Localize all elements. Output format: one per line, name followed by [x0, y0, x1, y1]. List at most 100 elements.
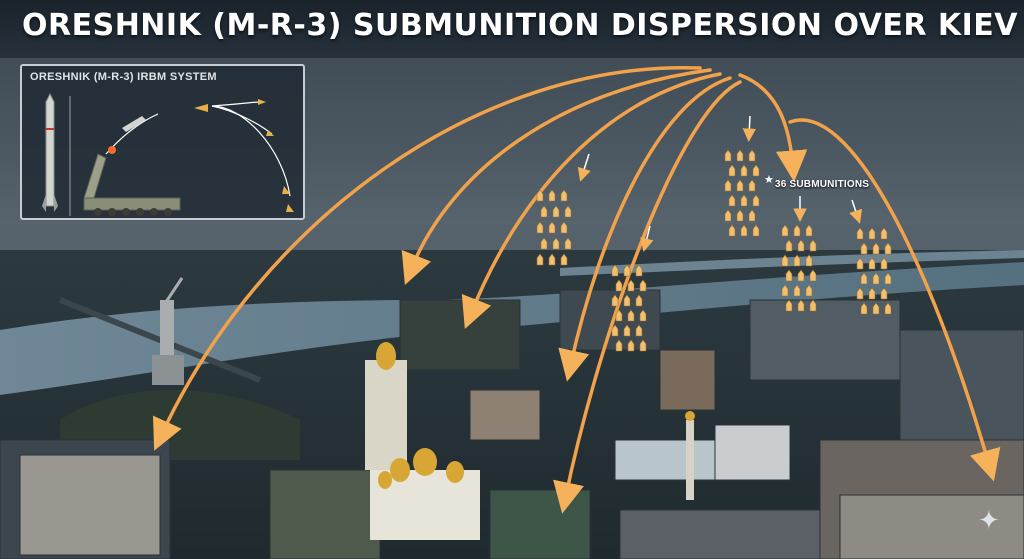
submunition-icon	[752, 194, 760, 207]
submunition-icon	[564, 237, 572, 250]
submunition-icon	[748, 179, 756, 192]
submunition-icon	[860, 272, 868, 285]
submunition-icon	[785, 299, 793, 312]
inset-title: ORESHNIK (M-R-3) IRBM SYSTEM	[30, 71, 217, 83]
submunition-icon	[752, 164, 760, 177]
submunition-icon	[793, 254, 801, 267]
submunition-icon	[868, 287, 876, 300]
submunition-icon	[536, 253, 544, 266]
submunition-icon	[805, 224, 813, 237]
missile-stage-icon	[108, 116, 146, 154]
far-river	[560, 250, 1024, 276]
submunition-icon	[728, 224, 736, 237]
submunition-icon	[740, 224, 748, 237]
submunition-icon	[860, 242, 868, 255]
submunition-icon	[880, 257, 888, 270]
submunition-icon	[880, 287, 888, 300]
submunition-icon	[793, 224, 801, 237]
submunition-icon	[639, 279, 647, 292]
submunition-icon	[884, 272, 892, 285]
buildings	[0, 289, 1024, 559]
submunition-icon	[868, 227, 876, 240]
submunition-icon	[724, 149, 732, 162]
submunition-icon	[872, 302, 880, 315]
submunition-icon	[540, 205, 548, 218]
submunition-icon	[736, 179, 744, 192]
submunition-icon	[639, 339, 647, 352]
submunition-icon	[623, 264, 631, 277]
submunition-icon	[740, 164, 748, 177]
trajectory-arc	[738, 73, 808, 182]
river	[0, 262, 1024, 395]
submunition-icon	[536, 189, 544, 202]
submunition-icon	[635, 294, 643, 307]
star-icon: ★	[764, 174, 774, 186]
submunition-icon	[884, 302, 892, 315]
submunition-icon	[560, 189, 568, 202]
submunition-icon	[781, 284, 789, 297]
submunition-icon	[805, 284, 813, 297]
submunition-icon	[627, 279, 635, 292]
submunition-icon	[872, 242, 880, 255]
warhead-icon	[194, 99, 294, 212]
trajectory-arc	[152, 66, 702, 451]
submunition-icon	[797, 299, 805, 312]
submunition-icon	[868, 257, 876, 270]
submunition-icon	[623, 294, 631, 307]
submunition-icon	[785, 269, 793, 282]
launch-diagram	[42, 92, 294, 216]
sparkle-icon: ✦	[978, 505, 1000, 535]
small-arrows	[577, 115, 863, 252]
motherland-statue	[152, 277, 184, 385]
missile-icon	[42, 92, 58, 212]
submunition-icon	[748, 149, 756, 162]
inset-panel: ORESHNIK (M-R-3) IRBM SYSTEM	[20, 64, 305, 220]
submunition-icon	[781, 254, 789, 267]
independence-column	[685, 411, 695, 500]
submunition-icon	[611, 324, 619, 337]
submunition-callout: 36 SUBMUNITIONS	[775, 179, 870, 190]
submunition-icon	[856, 287, 864, 300]
submunition-icon	[728, 164, 736, 177]
submunition-icon	[724, 209, 732, 222]
submunition-icon	[564, 205, 572, 218]
submunition-icon	[781, 224, 789, 237]
submunition-icon	[805, 254, 813, 267]
submunition-icon	[615, 339, 623, 352]
submunition-icon	[635, 324, 643, 337]
submunition-icon	[548, 221, 556, 234]
submunition-icon	[635, 264, 643, 277]
submunition-icon	[809, 299, 817, 312]
submunition-icon	[748, 209, 756, 222]
submunition-icon	[809, 269, 817, 282]
trajectory-arc	[401, 68, 712, 286]
submunition-icon	[540, 237, 548, 250]
submunition-icon	[880, 227, 888, 240]
submunition-icon	[560, 253, 568, 266]
submunition-icon	[872, 272, 880, 285]
submunition-icon	[552, 205, 560, 218]
title-bar	[0, 0, 1024, 58]
page-title: ORESHNIK (M-R-3) SUBMUNITION DISPERSION …	[22, 8, 1019, 43]
trajectory-arcs	[152, 66, 1001, 514]
submunition-icon	[728, 194, 736, 207]
submunition-cloud	[536, 149, 892, 352]
submunition-icon	[740, 194, 748, 207]
submunition-icon	[548, 189, 556, 202]
submunition-icon	[639, 309, 647, 322]
submunition-icon	[736, 149, 744, 162]
submunition-icon	[736, 209, 744, 222]
submunition-icon	[809, 239, 817, 252]
submunition-icon	[615, 309, 623, 322]
trajectory-arc	[558, 76, 732, 382]
submunition-icon	[560, 221, 568, 234]
monastery	[365, 342, 480, 540]
submunition-icon	[536, 221, 544, 234]
submunition-icon	[793, 284, 801, 297]
submunition-icon	[884, 242, 892, 255]
submunition-icon	[860, 302, 868, 315]
submunition-icon	[856, 227, 864, 240]
submunition-icon	[623, 324, 631, 337]
